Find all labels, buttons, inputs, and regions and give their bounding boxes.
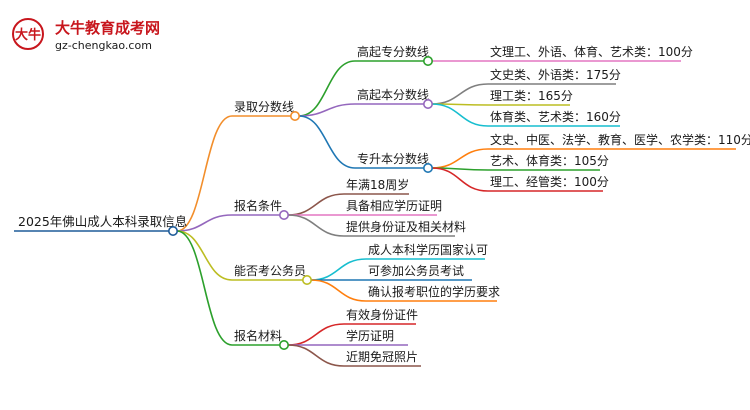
leaf-node-label: 理工、经管类：100分 <box>490 174 609 189</box>
leaf-node-label: 理工类：165分 <box>490 89 573 103</box>
leaf-connector <box>431 83 489 105</box>
branch-node-label: 报名条件 <box>234 198 282 213</box>
branch-node[interactable] <box>278 339 289 350</box>
leaf-node-label: 确认报考职位的学历要求 <box>368 284 500 299</box>
bull-icon: 大牛 <box>12 18 44 50</box>
branch-connector <box>176 214 233 232</box>
leaf-node-label: 文史类、外语类：175分 <box>490 67 621 82</box>
leaf-connector <box>287 193 345 216</box>
branch-node[interactable] <box>289 111 300 122</box>
leaf-connector <box>310 279 367 302</box>
leaf-node-label: 艺术、体育类：105分 <box>490 153 609 168</box>
branch-node[interactable] <box>301 274 312 285</box>
leaf-node-label: 成人本科学历国家认可 <box>368 242 488 257</box>
root-node-label: 2025年佛山成人本科录取信息 <box>18 214 187 229</box>
leaf-node-label: 提供身份证及相关材料 <box>346 219 466 234</box>
leaf-connector <box>287 214 345 237</box>
sub-branch-node-label: 高起专分数线 <box>357 44 429 59</box>
leaf-node-label: 近期免冠照片 <box>346 349 418 364</box>
leaf-connector <box>431 103 489 127</box>
logo-title: 大牛教育成考网 <box>55 19 160 37</box>
leaf-node-label: 年满18周岁 <box>346 177 409 192</box>
leaf-node-label: 具备相应学历证明 <box>346 198 442 213</box>
leaf-connector <box>287 323 345 346</box>
sub-branch-connector <box>298 60 356 117</box>
logo-url: gz-chengkao.com <box>55 39 152 52</box>
root-node[interactable] <box>168 226 179 237</box>
sub-branch-node-label: 专升本分数线 <box>357 151 429 166</box>
sub-branch-node-label: 高起本分数线 <box>357 87 429 102</box>
leaf-connector <box>310 258 367 281</box>
sub-branch-connector <box>298 103 356 117</box>
branch-node-label: 录取分数线 <box>234 99 294 114</box>
leaf-node-label: 文理工、外语、体育、艺术类：100分 <box>490 44 693 59</box>
sub-branch-node[interactable] <box>422 163 433 174</box>
leaf-connector <box>431 167 489 192</box>
branch-connector <box>176 230 233 281</box>
branch-connector <box>176 230 233 346</box>
leaf-node-label: 文史、中医、法学、教育、医学、农学类：110分 <box>490 132 750 147</box>
branch-node[interactable] <box>278 210 289 221</box>
branch-node-label: 能否考公务员 <box>234 263 306 278</box>
sub-branch-connector <box>298 115 356 169</box>
logo-icon-text: 大牛 <box>15 27 41 43</box>
leaf-node-label: 有效身份证件 <box>346 307 418 322</box>
leaf-node-label: 学历证明 <box>346 328 394 343</box>
branch-node-label: 报名材料 <box>234 328 282 343</box>
leaf-node-label: 可参加公务员考试 <box>368 263 464 278</box>
leaf-connector <box>287 344 345 367</box>
site-logo: 大牛 大牛教育成考网 gz-chengkao.com <box>12 18 160 52</box>
leaf-node-label: 体育类、艺术类：160分 <box>490 109 621 124</box>
sub-branch-node[interactable] <box>422 55 433 66</box>
sub-branch-node[interactable] <box>422 99 433 110</box>
branch-connector <box>176 115 233 232</box>
leaf-connector <box>431 148 489 169</box>
